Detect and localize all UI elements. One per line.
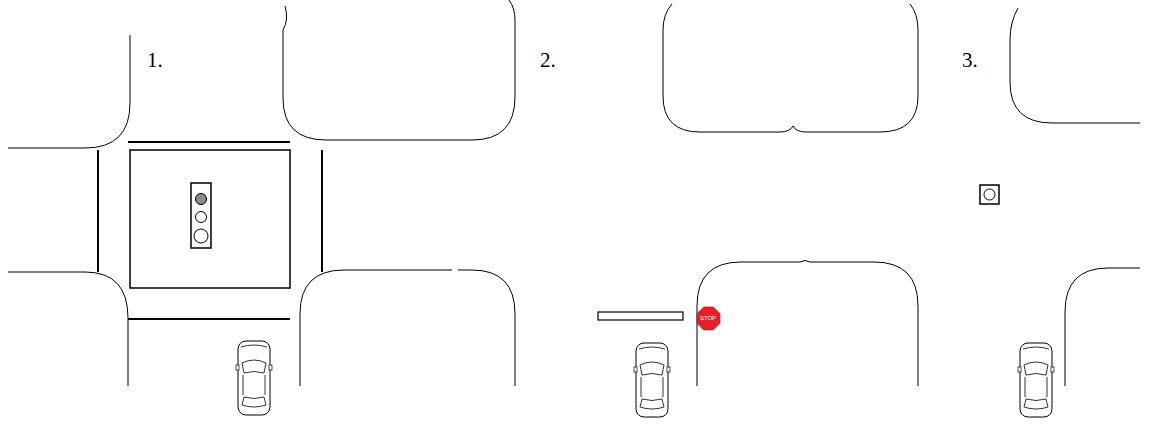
car — [236, 341, 272, 415]
green-lamp — [194, 229, 208, 243]
stop-line — [97, 150, 99, 272]
panel-number: 2. — [540, 48, 556, 73]
stop-line — [128, 141, 290, 143]
stop-sign: STOP — [696, 306, 721, 331]
stop-line — [128, 318, 290, 320]
car — [1018, 343, 1054, 417]
flashing-signal — [980, 185, 999, 204]
red-lamp — [196, 194, 207, 205]
octagon-outline — [696, 306, 719, 329]
curb — [300, 270, 515, 386]
curb — [8, 272, 128, 386]
stop-line — [598, 312, 683, 320]
curb — [1010, 8, 1140, 123]
signal-lamp — [984, 189, 995, 200]
panel-number: 3. — [962, 48, 978, 73]
sign-text: STOP — [700, 315, 716, 321]
curb — [663, 4, 918, 132]
traffic-light — [191, 183, 211, 248]
panel-number: 1. — [147, 48, 163, 73]
stop-line — [321, 150, 323, 272]
curb — [8, 35, 130, 148]
amber-lamp — [196, 212, 207, 223]
curb — [697, 261, 918, 387]
curb — [1065, 268, 1140, 386]
curb — [283, 0, 515, 140]
intersection-box — [130, 150, 290, 288]
car — [634, 343, 670, 417]
